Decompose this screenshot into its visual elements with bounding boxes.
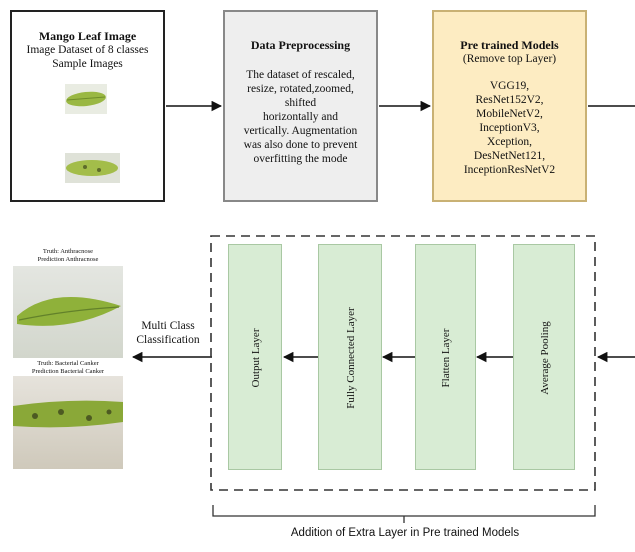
sample2-truth: Truth: Bacterial Canker: [37, 360, 99, 367]
sample1-truth: Truth: Anthracnose: [42, 248, 94, 255]
brace-caption: Addition of Extra Layer in Pre trained M…: [290, 527, 520, 539]
preprocessing-line-5: vertically. Augmentation: [243, 125, 358, 137]
model-vgg19: VGG19,: [489, 80, 530, 92]
flatten-layer-box: Flatten Layer: [415, 244, 476, 470]
model-xception: Xception,: [486, 136, 533, 148]
fully-connected-layer-label: Fully Connected Layer: [345, 307, 357, 409]
preprocessing-box: Data Preprocessing The dataset of rescal…: [223, 10, 378, 202]
sample2-prediction: Prediction Bacterial Canker: [31, 368, 105, 375]
pretrained-title: Pre trained Models: [460, 38, 559, 52]
classification-label-line-2: Classification: [136, 334, 200, 346]
average-pooling-box: Average Pooling: [513, 244, 575, 470]
classification-label-line-1: Multi Class: [141, 320, 195, 332]
preprocessing-title: Data Preprocessing: [250, 38, 351, 52]
model-mobilenetv2: MobileNetV2,: [476, 108, 543, 120]
preprocessing-line-2: resize, rotated,zoomed,: [247, 83, 354, 95]
input-dataset-text: Image Dataset of 8 classes: [26, 44, 149, 56]
model-densenet121: DesNetNet121,: [473, 150, 546, 162]
input-sample-text: Sample Images: [52, 58, 123, 70]
preprocessing-line-7: overfitting the mode: [253, 153, 348, 165]
sample1-prediction: Prediction Anthracnose: [37, 256, 99, 263]
sample-leaf-image-2: [65, 153, 120, 183]
model-resnet152v2: ResNet152V2,: [475, 94, 544, 106]
extra-layers-dashed-frame: [210, 235, 596, 491]
pretrained-models-box: Pre trained Models (Remove top Layer) VG…: [432, 10, 587, 202]
preprocessing-line-4: horizontally and: [262, 111, 339, 123]
input-title: Mango Leaf Image: [38, 29, 137, 43]
fully-connected-layer-box: Fully Connected Layer: [318, 244, 382, 470]
flatten-layer-label: Flatten Layer: [440, 328, 452, 388]
output-layer-box: Output Layer: [228, 244, 282, 470]
preprocessing-line-1: The dataset of rescaled,: [246, 69, 355, 81]
preprocessing-line-6: was also done to prevent: [243, 139, 358, 151]
preprocessing-line-3: shifted: [284, 97, 317, 109]
sample-leaf-image-1: [65, 84, 107, 114]
average-pooling-label: Average Pooling: [539, 321, 551, 395]
extra-layers-brace: [212, 505, 596, 523]
model-inceptionresnetv2: InceptionResNetV2: [463, 164, 556, 176]
result-leaf-photo-1: [13, 266, 123, 358]
result-leaf-photo-2: [13, 376, 123, 469]
pretrained-subtitle: (Remove top Layer): [462, 53, 557, 65]
model-inceptionv3: InceptionV3,: [479, 122, 540, 134]
output-layer-label: Output Layer: [250, 328, 262, 388]
